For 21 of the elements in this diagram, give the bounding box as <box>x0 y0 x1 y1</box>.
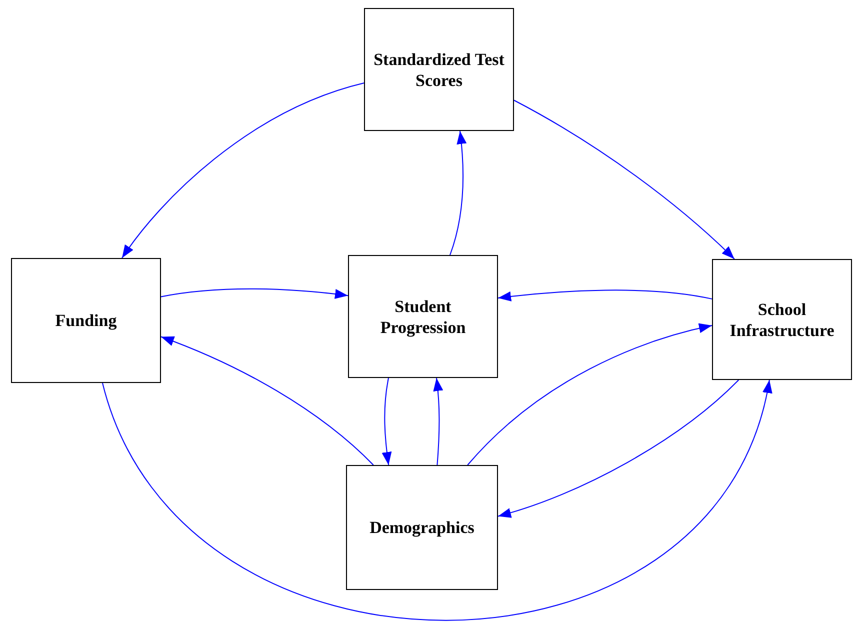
arrow <box>382 378 392 466</box>
arrow <box>102 380 770 621</box>
box-label: Demographics <box>368 517 476 538</box>
arrow <box>160 288 348 299</box>
box-label: Student Progression <box>379 296 467 338</box>
process-box <box>364 8 514 131</box>
process-box <box>346 465 498 590</box>
box-label: School Infrastructure <box>728 298 836 340</box>
arrow <box>160 336 374 466</box>
box-label: Standardized Test Scores <box>372 48 506 90</box>
process-box <box>348 255 498 378</box>
arrow <box>122 82 364 258</box>
process-box <box>712 259 852 380</box>
process-box <box>11 258 161 383</box>
arrow <box>467 324 712 466</box>
arrow <box>498 290 712 302</box>
arrow <box>450 130 466 256</box>
box-label: Funding <box>54 310 118 331</box>
arrow <box>514 100 735 260</box>
arrow <box>433 378 443 466</box>
arrow <box>498 380 740 518</box>
